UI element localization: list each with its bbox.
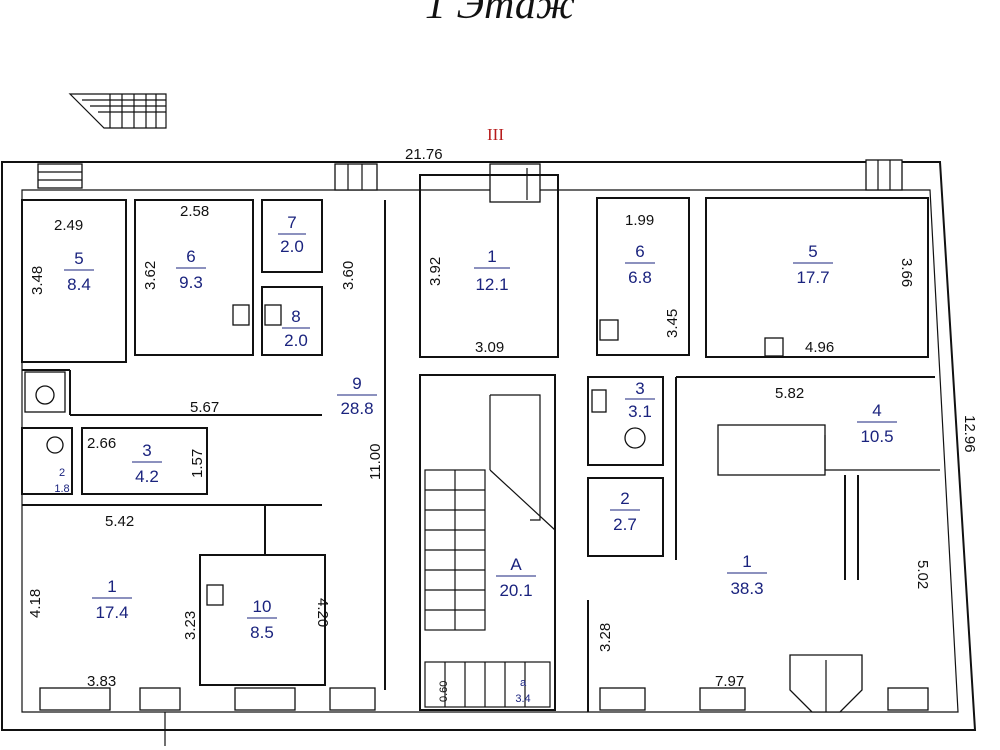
room-1-left: 1 17.4 5.42 4.18 3.83 <box>27 513 134 690</box>
room-7: 7 2.0 <box>278 213 306 256</box>
dim-height: 3.45 <box>664 309 681 338</box>
dim-width: 3.09 <box>475 339 504 356</box>
dim-height: 1.57 <box>189 449 206 478</box>
room-area: 2.7 <box>613 515 637 534</box>
room-number: 3 <box>142 441 151 460</box>
room-area: 8.4 <box>67 275 91 294</box>
dim-width: 5.82 <box>775 385 804 402</box>
dim-height: 3.62 <box>142 261 159 290</box>
room-area: 2.0 <box>280 237 304 256</box>
room-5-left: 5 8.4 2.49 3.48 <box>29 217 94 295</box>
room-6-right: 6 6.8 1.99 3.45 <box>625 212 681 338</box>
dim-width-bottom: 3.83 <box>87 673 116 690</box>
section-mark: III <box>487 125 504 144</box>
staircase-symbol <box>68 93 167 129</box>
room-area: 28.8 <box>340 399 373 418</box>
dim-width: 7.97 <box>715 673 744 690</box>
room-area: 20.1 <box>499 581 532 600</box>
top-openings <box>37 159 903 203</box>
dim-height: 4.18 <box>27 589 44 618</box>
dim-height: 5.02 <box>914 560 931 589</box>
dim-width: 5.67 <box>190 399 219 416</box>
dim-width: 1.99 <box>625 212 654 229</box>
room-area: 8.5 <box>250 623 274 642</box>
dim-width: 2.58 <box>180 203 209 220</box>
dim-top: 21.76 <box>405 146 443 163</box>
room-area: 12.1 <box>475 275 508 294</box>
dim-height: 3.48 <box>29 266 46 295</box>
room-area: 3.4 <box>515 693 530 705</box>
room-number: 2 <box>59 467 65 479</box>
room-4: 4 10.5 5.82 <box>775 385 897 446</box>
room-area: 17.4 <box>95 603 128 622</box>
dim-height: 3.66 <box>898 258 915 287</box>
room-number: 6 <box>635 242 644 261</box>
left-block <box>21 199 386 711</box>
room-number: 10 <box>253 597 272 616</box>
dim-width: 2.66 <box>87 435 116 452</box>
outer-walls <box>1 161 977 731</box>
room-number: A <box>510 555 522 574</box>
dim-left-height: 11.00 <box>367 444 384 480</box>
room-area: 2.0 <box>284 331 308 350</box>
room-number: 2 <box>620 489 629 508</box>
room-number: 7 <box>287 213 296 232</box>
room-area: 10.5 <box>860 427 893 446</box>
dim-height: 4.20 <box>314 598 331 627</box>
room-6-left: 6 9.3 2.58 3.62 <box>142 203 209 292</box>
room-area: 1.8 <box>54 483 69 495</box>
room-number: 1 <box>107 577 116 596</box>
room-number: 1 <box>742 552 751 571</box>
room-area: 3.1 <box>628 402 652 421</box>
plan-title: 1 Этаж <box>425 0 575 28</box>
room-small-stair: a 3.4 0.60 <box>438 677 531 705</box>
dim-height: 3.60 <box>340 261 357 290</box>
right-block <box>587 197 940 713</box>
room-1-right: 1 38.3 7.97 5.02 3.28 <box>597 552 931 690</box>
dim-right: 12.96 <box>961 415 978 453</box>
room-area: 6.8 <box>628 268 652 287</box>
room-area: 4.2 <box>135 467 159 486</box>
dim-height-left: 3.28 <box>597 623 614 652</box>
room-area: 9.3 <box>179 273 203 292</box>
room-area: 38.3 <box>730 579 763 598</box>
middle-block <box>419 174 559 711</box>
dim-height-inner: 3.23 <box>182 611 199 640</box>
room-number: 5 <box>808 242 817 261</box>
room-5-right: 5 17.7 4.96 3.66 <box>793 242 915 356</box>
dim-width: 2.49 <box>54 217 83 234</box>
dim-width: 5.42 <box>105 513 134 530</box>
room-number: 5 <box>74 249 83 268</box>
room-10: 10 8.5 4.20 3.23 <box>182 597 331 642</box>
dim-height: 3.92 <box>427 257 444 286</box>
room-3-right: 3 3.1 <box>625 379 655 421</box>
room-number: a <box>520 677 527 689</box>
room-9: 9 28.8 5.67 <box>190 374 377 418</box>
room-area: 17.7 <box>796 268 829 287</box>
room-number: 6 <box>186 247 195 266</box>
room-3-left: 3 4.2 2.66 1.57 <box>87 435 206 486</box>
room-8: 8 2.0 3.60 <box>282 261 357 350</box>
room-number: 9 <box>352 374 361 393</box>
room-number: 1 <box>487 247 496 266</box>
room-number: 3 <box>635 379 644 398</box>
dim-width: 4.96 <box>805 339 834 356</box>
room-2-left: 2 1.8 <box>54 467 69 495</box>
dim-height: 0.60 <box>438 681 450 702</box>
room-a: A 20.1 <box>496 555 536 600</box>
room-number: 4 <box>872 401 881 420</box>
room-number: 8 <box>291 307 300 326</box>
room-2-right: 2 2.7 <box>610 489 640 534</box>
room-1-mid: 1 12.1 3.09 3.92 <box>427 247 510 356</box>
